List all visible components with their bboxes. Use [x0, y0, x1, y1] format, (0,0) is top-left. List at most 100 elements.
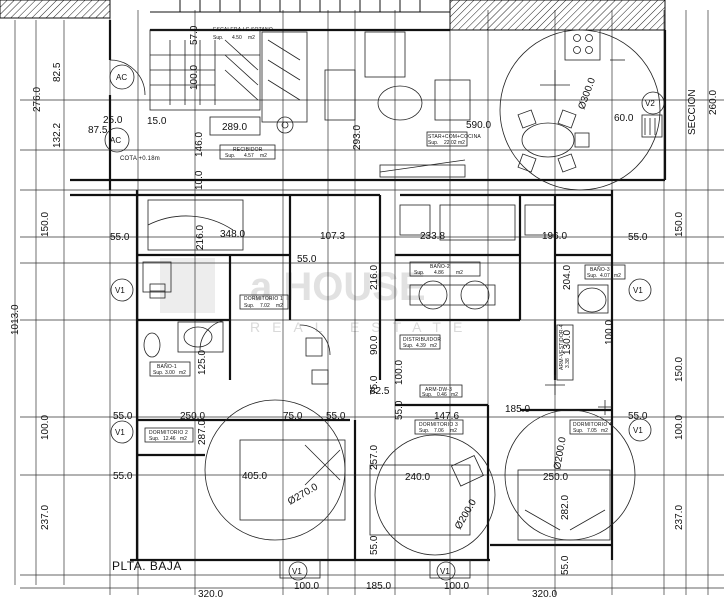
room-unit-bano-3: m2 [614, 273, 621, 279]
dim-55-b: 55.0 [297, 254, 317, 265]
seccion-label: SECCION [687, 89, 698, 135]
room-name-bano-1: BAÑO-1 [157, 363, 177, 370]
dim-75-b: 75.0 [283, 411, 303, 422]
dim-233-8: 233.8 [420, 231, 445, 242]
tag-ac-2: AC [110, 136, 121, 145]
tag-v1-left-1: V1 [115, 286, 125, 295]
dim-132-2: 132.2 [52, 123, 63, 148]
dim-200-diam-a: Ø200.0 [453, 497, 479, 531]
dim-100-arm: 100.0 [394, 360, 405, 385]
cota-label: COTA +0.18m [120, 156, 160, 162]
dim-216-a: 216.0 [195, 225, 206, 250]
room-name-recibidor: RECIBIDOR [233, 147, 263, 153]
room-sup-label-bano-3: Sup. [587, 273, 597, 279]
dim-240: 240.0 [405, 472, 430, 483]
tag-ac-1: AC [116, 73, 127, 82]
dim-147-6: 147.6 [434, 411, 459, 422]
room-unit-star: m2 [458, 140, 465, 146]
room-sup-label-bano-2: Sup. [414, 270, 424, 276]
dim-216-b: 216.0 [369, 265, 380, 290]
room-area-distribuidor: 4.39 [416, 343, 426, 349]
dim-55-bot-r: 55.0 [560, 555, 571, 575]
dim-87-5: 87.5 [88, 125, 108, 136]
room-area-arm-dw: 0.46 [437, 392, 447, 398]
room-unit-dorm-3: m2 [450, 428, 457, 434]
plan-title: PLTA. BAJA [112, 559, 182, 573]
dim-100-r3: 100.0 [674, 415, 685, 440]
dim-237-r: 237.0 [674, 505, 685, 530]
room-name-distribuidor: DISTRIBUIDOR [403, 337, 441, 343]
dim-60: 60.0 [614, 113, 634, 124]
watermark-brand: a HOUSE [250, 265, 426, 309]
dim-57: 57.0 [189, 25, 200, 45]
room-area-bano-2: 4.86 [434, 270, 444, 276]
dim-55-e: 55.0 [394, 400, 405, 420]
dim-90: 90.0 [369, 335, 380, 355]
room-sup-label-dorm-4: Sup. [573, 428, 583, 434]
room-area-escalera: 4.50 [232, 35, 242, 41]
dim-185: 185.0 [505, 404, 530, 415]
room-sup-label-escalera: Sup. [213, 35, 223, 41]
room-unit-escalera: m2 [248, 35, 255, 41]
dim-185-b: 185.0 [366, 581, 391, 592]
dim-282: 282.0 [560, 495, 571, 520]
room-unit-dorm-4: m2 [601, 428, 608, 434]
room-sup-label-distribuidor: Sup. [403, 343, 413, 349]
dim-287: 287.0 [197, 420, 208, 445]
dim-250-b: 250.0 [543, 472, 568, 483]
room-unit-bano-1: m2 [179, 370, 186, 376]
room-area-dorm-4: 7.05 [587, 428, 597, 434]
tag-v1-right-2: V1 [633, 426, 643, 435]
bedroom-1-area: 348.0 216.0 55.0 DORMITORIO 1 Sup. 7.02 … [137, 195, 317, 380]
room-unit-distribuidor: m2 [430, 343, 437, 349]
dim-150-r: 150.0 [674, 212, 685, 237]
watermark-logo [160, 258, 215, 313]
dim-107-3: 107.3 [320, 231, 345, 242]
room-name-dormitorio-1: DORMITORIO 1 [244, 296, 283, 302]
dim-200-diam-b: Ø200.0 [552, 436, 569, 471]
room-unit-dorm-2: m2 [180, 436, 187, 442]
stair-area: 289.0 ESCALERA LC SOTANO Sup. 4.50 m2 57… [149, 25, 308, 160]
room-name-arm-vestidor: ARM-VESTIDOR-4 [559, 324, 565, 370]
dim-289: 289.0 [222, 122, 247, 133]
dim-15: 15.0 [147, 116, 167, 127]
room-sup-label-dorm-3: Sup. [419, 428, 429, 434]
tag-v1-bottom-2: V1 [440, 567, 450, 576]
dim-150-l: 150.0 [40, 212, 51, 237]
room-area-arm-vestidor: 3.38 [565, 358, 571, 368]
room-sup-label-recibidor: Sup. [225, 153, 235, 159]
room-name-dormitorio-2: DORMITORIO 2 [149, 430, 188, 436]
room-sup-label-star: Sup. [428, 140, 438, 146]
room-unit-arm-dw: m2 [451, 392, 458, 398]
dim-25: 25.0 [103, 115, 123, 126]
tag-v1-left-2: V1 [115, 428, 125, 437]
dim-257: 257.0 [369, 445, 380, 470]
dim-82-5: 82.5 [52, 62, 63, 82]
room-name-dormitorio-4: DORMITORIO 4 [573, 422, 612, 428]
dim-320-b: 320.0 [532, 589, 557, 600]
dim-55-c: 55.0 [113, 411, 133, 422]
dim-237-l: 237.0 [40, 505, 51, 530]
room-sup-label-dorm-1: Sup. [244, 303, 254, 309]
dim-55-d: 55.0 [326, 411, 346, 422]
dim-130: 130.0 [562, 330, 573, 355]
room-name-dormitorio-3: DORMITORIO 3 [419, 422, 458, 428]
dim-260: 260.0 [708, 90, 719, 115]
dim-348: 348.0 [220, 229, 245, 240]
dim-405: 405.0 [242, 471, 267, 482]
room-area-bano-3: 4.07 [600, 273, 610, 279]
tag-v1-bottom-1: V1 [292, 567, 302, 576]
watermark-sub: REAL ESTATE [250, 319, 474, 335]
central-area: BAÑO-2 Sup. 4.86 m2 107.3 233.8 196.0 21… [299, 195, 567, 422]
room-area-bano-1: 3.00 [165, 370, 175, 376]
dim-276: 276.0 [32, 87, 43, 112]
dim-100-l: 100.0 [40, 415, 51, 440]
dim-55-bot-l: 55.0 [369, 535, 380, 555]
dim-55-g: 55.0 [628, 411, 648, 422]
room-unit-dorm-1: m2 [276, 303, 283, 309]
dim-55-l: 55.0 [110, 232, 130, 243]
dim-320-a: 320.0 [198, 589, 223, 600]
top-boundary [0, 0, 666, 31]
bottom-area: PLTA. BAJA V1 V1 55.0 55.0 320.0 100.0 1… [112, 535, 571, 600]
